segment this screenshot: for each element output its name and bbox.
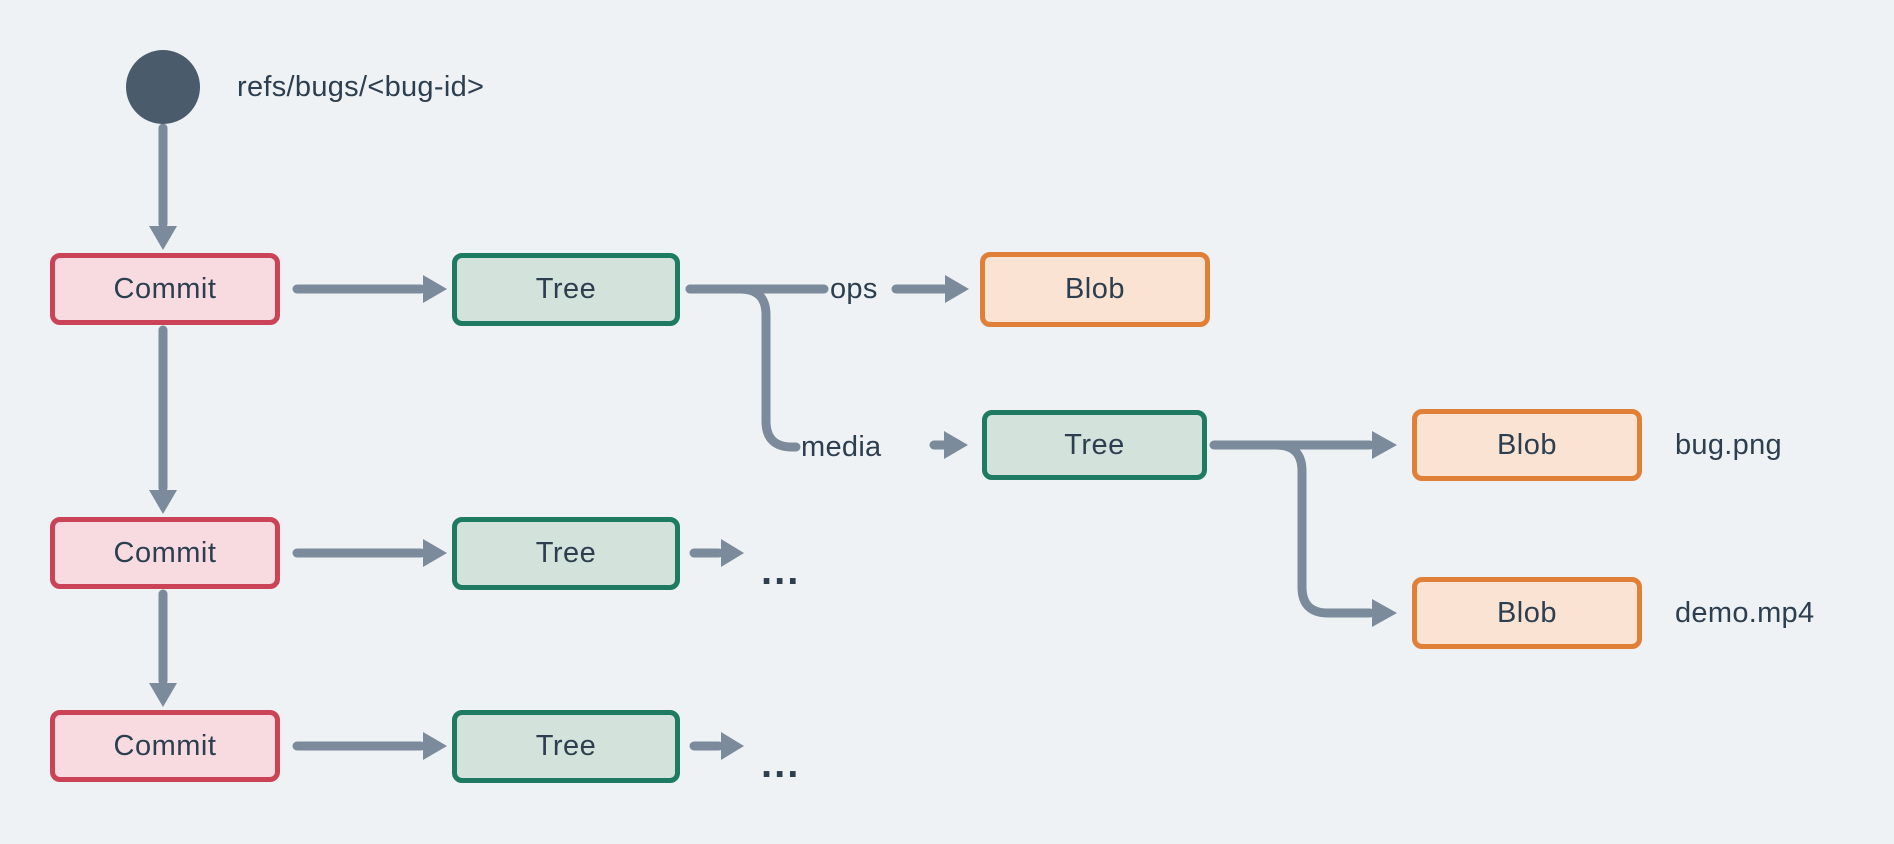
tree-node-2: Tree xyxy=(452,517,680,590)
arrowhead-ops-to-blob xyxy=(945,275,969,303)
arrowhead-tree2row-to-ellipsis xyxy=(721,539,744,567)
commit-node-2: Commit xyxy=(50,517,280,589)
arrowhead-tree2-to-blob-demo xyxy=(1372,599,1397,627)
tree-node-3: Tree xyxy=(452,710,680,783)
ellipsis-row3: ... xyxy=(761,749,801,781)
arrowhead-media-to-tree2 xyxy=(944,431,968,459)
blob-node-demo-mp4: Blob xyxy=(1412,577,1642,649)
arrowhead-commit1-to-tree1 xyxy=(423,275,447,303)
blob-node-ops: Blob xyxy=(980,252,1210,327)
blob-node-bug-png: Blob xyxy=(1412,409,1642,481)
arrowhead-commit1-to-commit2 xyxy=(149,490,177,514)
ellipsis-row2: ... xyxy=(761,556,801,588)
file-label-demo-mp4: demo.mp4 xyxy=(1675,596,1815,629)
ref-label: refs/bugs/<bug-id> xyxy=(237,70,485,103)
arrowhead-commit3-to-tree xyxy=(423,732,447,760)
edge-label-media: media xyxy=(801,430,882,463)
arrowhead-tree2-to-blob-bug xyxy=(1372,431,1397,459)
tree-node-media: Tree xyxy=(982,410,1207,480)
arrowhead-tree3row-to-ellipsis xyxy=(721,732,744,760)
edge-label-ops: ops xyxy=(830,272,878,305)
edge-tree2-to-blob-demo xyxy=(1235,440,1375,618)
commit-node-1: Commit xyxy=(50,253,280,325)
arrowhead-commit2-to-tree xyxy=(423,539,447,567)
file-label-bug-png: bug.png xyxy=(1675,428,1782,461)
arrowhead-commit2-to-commit3 xyxy=(149,683,177,707)
ref-node xyxy=(126,50,200,124)
tree-node-1: Tree xyxy=(452,253,680,326)
arrowhead-ref-to-commit1 xyxy=(149,226,177,250)
commit-node-3: Commit xyxy=(50,710,280,782)
edge-tree1-to-media xyxy=(685,284,801,452)
